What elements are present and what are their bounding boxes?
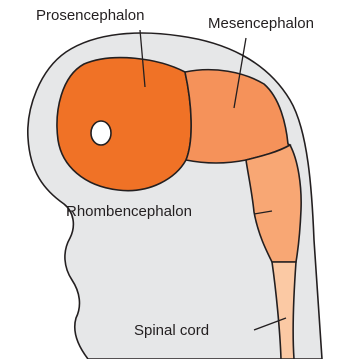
spinal-cord-label: Spinal cord — [134, 323, 209, 338]
prosencephalon-label: Prosencephalon — [36, 8, 144, 23]
rhombencephalon-label: Rhombencephalon — [66, 204, 192, 219]
eye-spot — [91, 121, 111, 145]
prosencephalon-region — [57, 58, 191, 191]
mesencephalon-label: Mesencephalon — [208, 16, 314, 31]
